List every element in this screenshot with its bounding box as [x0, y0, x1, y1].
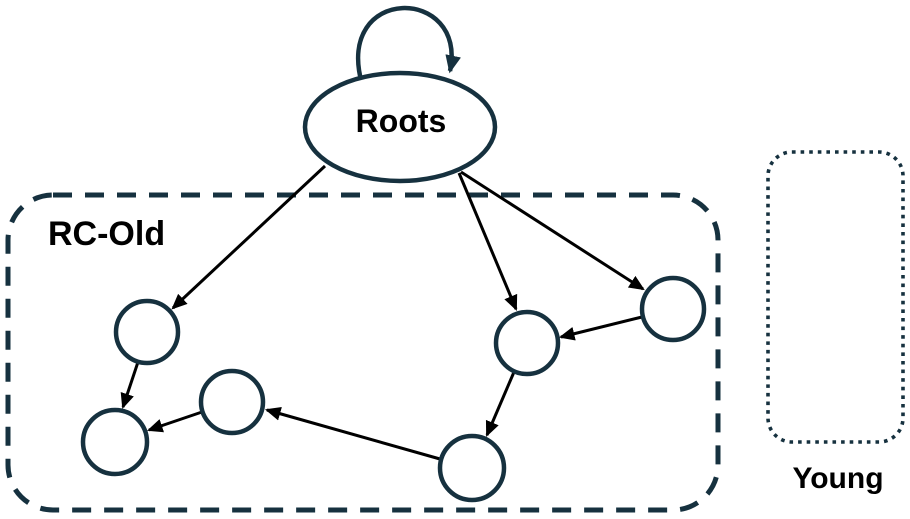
rc-old-label: RC-Old — [48, 215, 165, 253]
roots-self-loop-arrow — [355, 5, 461, 85]
edge-roots-to-f — [460, 170, 645, 291]
young-label: Young — [792, 462, 883, 495]
edge-c-to-b — [146, 410, 203, 433]
edge-a-to-b — [120, 361, 140, 410]
edge-roots-to-a — [171, 164, 327, 310]
young-region — [766, 150, 905, 444]
graph-node-d — [437, 433, 507, 503]
edge-roots-to-e — [457, 172, 518, 311]
edge-d-to-c — [264, 407, 441, 461]
graph-node-e — [493, 309, 561, 377]
edge-e-to-d — [485, 371, 516, 437]
rc-old-region — [5, 192, 721, 513]
roots-label: Roots — [356, 103, 447, 139]
roots-node — [302, 70, 498, 184]
graph-node-b — [80, 407, 150, 477]
graph-node-a — [113, 298, 181, 366]
edge-f-to-e — [558, 315, 643, 341]
graph-node-c — [198, 368, 266, 436]
graph-node-f — [639, 275, 707, 343]
